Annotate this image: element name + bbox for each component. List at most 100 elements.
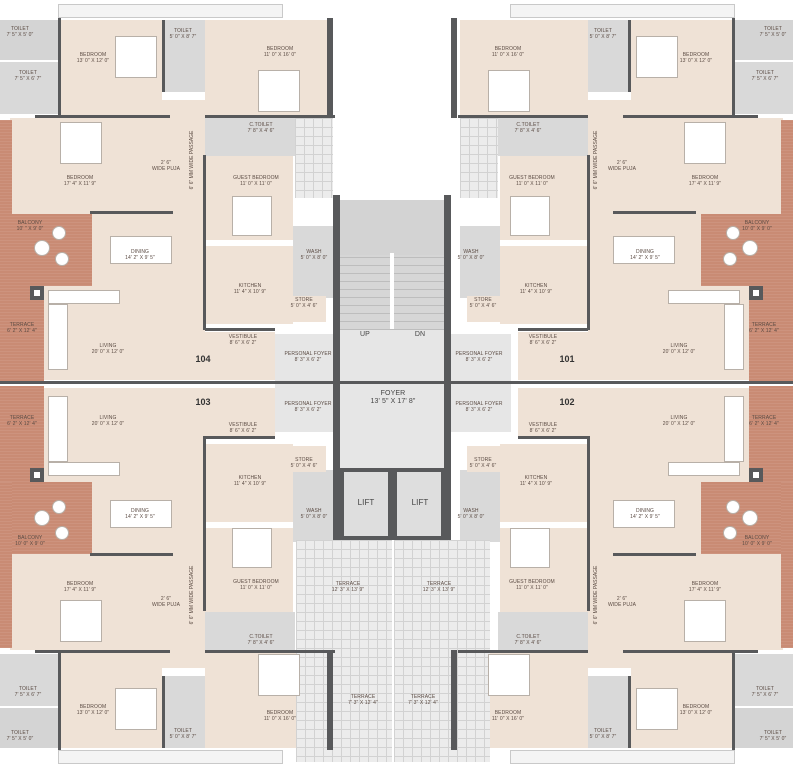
lift-right[interactable] (397, 472, 441, 536)
wall (162, 676, 165, 748)
wall (35, 650, 170, 653)
room-label-puja: 2' 6"WIDE PUJA (151, 596, 181, 608)
bed (115, 36, 157, 78)
wash-102 (460, 470, 500, 542)
window-strip (58, 750, 283, 764)
sofa (48, 304, 68, 370)
kitchen-103 (205, 444, 293, 522)
wall (623, 650, 758, 653)
unit-number-104: 104 (195, 354, 211, 364)
bed (488, 654, 530, 696)
wall (518, 436, 588, 439)
wall (613, 211, 696, 214)
wall (205, 650, 335, 653)
bed (510, 528, 550, 568)
column (749, 286, 763, 300)
sofa (724, 396, 744, 462)
toilet-2-101 (735, 62, 793, 114)
personal-foyer-104 (275, 334, 340, 382)
sofa (48, 290, 120, 304)
wall (203, 155, 206, 330)
wall (444, 195, 451, 540)
balcony-104 (10, 214, 92, 286)
kitchen-101 (500, 246, 588, 324)
wall (0, 381, 793, 384)
wall (628, 20, 631, 92)
bed (232, 196, 272, 236)
chair (52, 226, 66, 240)
stair-down-label: DN (414, 331, 426, 338)
bed (488, 70, 530, 112)
foyer (340, 330, 444, 468)
toilet-3-103 (162, 676, 205, 748)
bed (60, 122, 102, 164)
bed (684, 600, 726, 642)
wall (327, 650, 333, 750)
vestibule-area-103 (205, 388, 275, 436)
unit-number-102: 102 (559, 397, 575, 407)
kitchen-102 (500, 444, 588, 522)
chair (34, 510, 50, 526)
wall (451, 18, 457, 118)
passage-103 (150, 538, 210, 668)
chair (742, 240, 758, 256)
service-terrace-104 (295, 118, 333, 198)
sofa (48, 396, 68, 462)
wall (628, 676, 631, 748)
personal-foyer-103 (275, 384, 340, 432)
lift-left[interactable] (344, 472, 388, 536)
ctoilet-101 (498, 118, 588, 156)
wall (458, 650, 588, 653)
store-102 (467, 446, 503, 472)
wall (162, 20, 165, 92)
bed (636, 36, 678, 78)
bed (258, 654, 300, 696)
personal-foyer-102 (444, 384, 511, 432)
toilet-3-102 (588, 676, 631, 748)
wall (451, 650, 457, 750)
store-101 (467, 296, 503, 322)
chair (723, 526, 737, 540)
unit-number-101: 101 (559, 354, 575, 364)
vestibule-area-104 (205, 332, 275, 380)
wall (90, 553, 173, 556)
wall (587, 155, 590, 330)
store-103 (290, 446, 326, 472)
wall (518, 328, 588, 331)
